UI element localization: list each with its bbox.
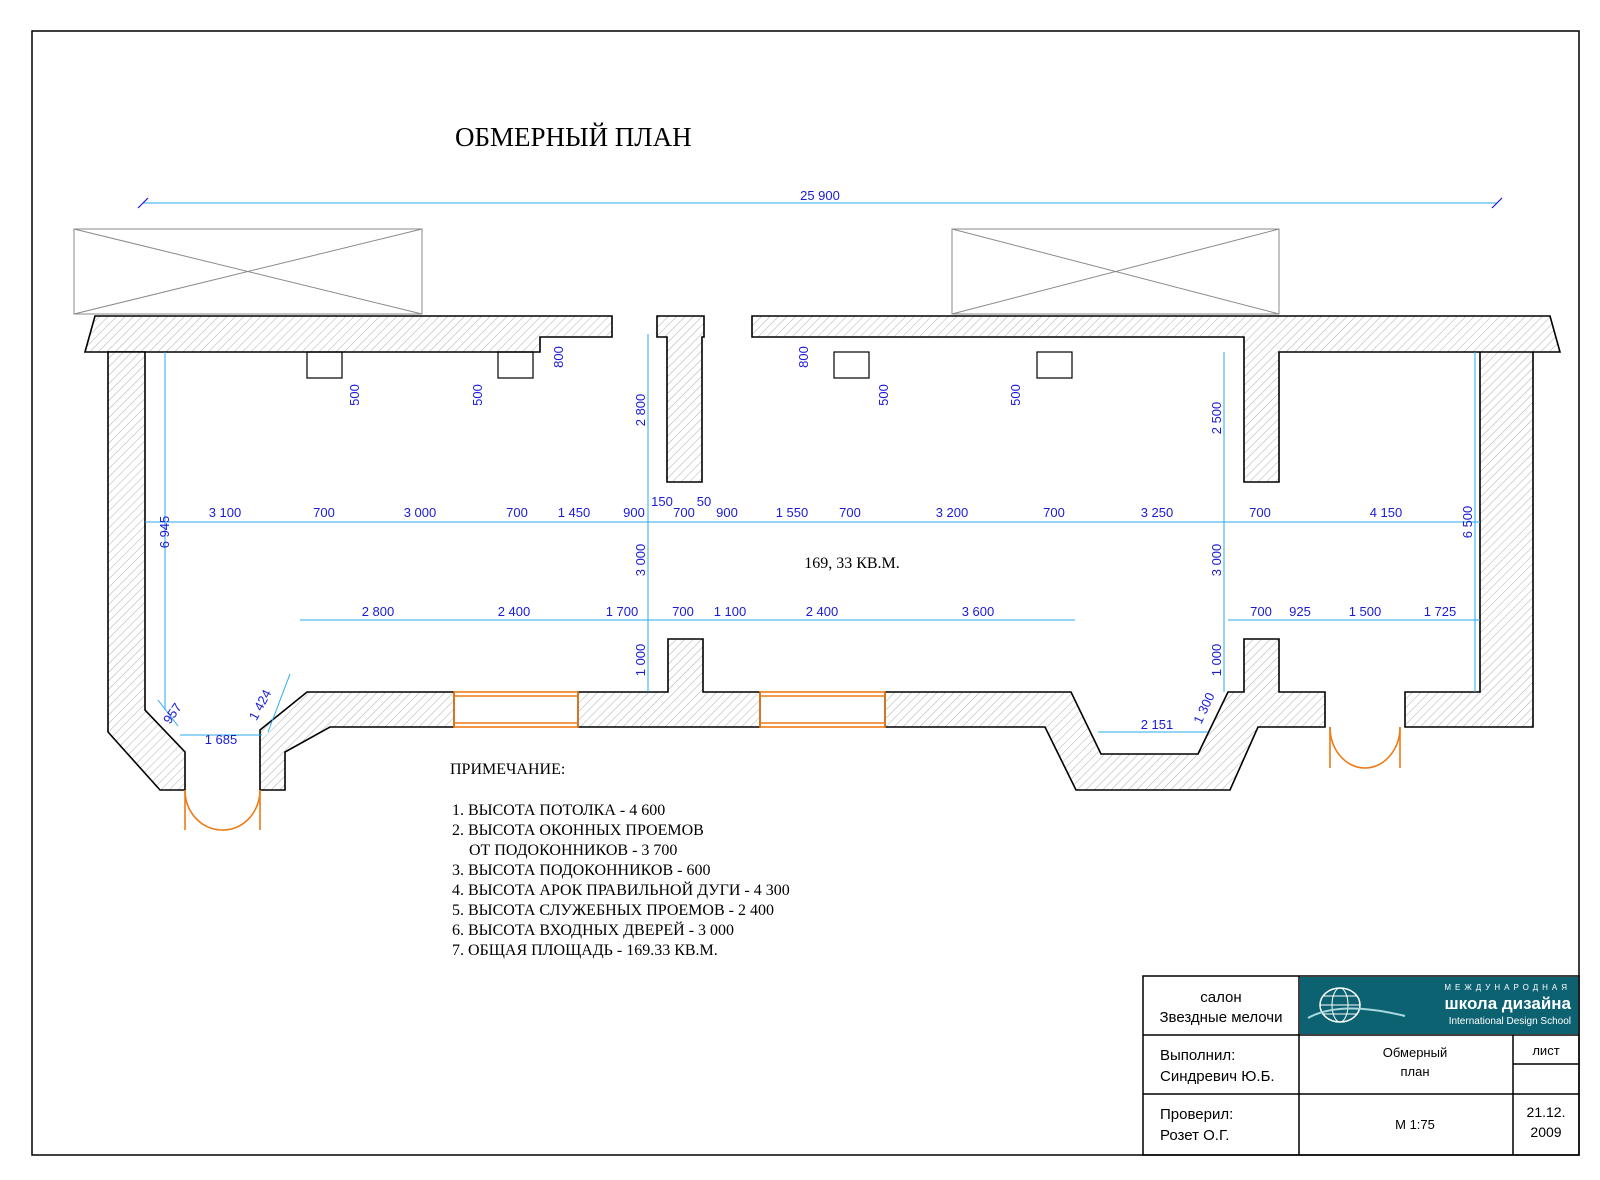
dim-small-label: 957: [160, 700, 185, 726]
checked-label: Проверил:: [1160, 1106, 1233, 1123]
dim-small-label: 800: [551, 346, 566, 368]
note-item: 7. ОБЩАЯ ПЛОЩАДЬ - 169.33 КВ.М.: [452, 942, 718, 959]
dim-vertical-label: 2 500: [1209, 402, 1224, 435]
dim-small-label: 800: [796, 346, 811, 368]
lower-dimension-chain: 2 800 2 400 1 700 700 1 100 2 400 3 600 …: [362, 604, 1457, 619]
school-en-text: International Design School: [1449, 1016, 1571, 1027]
checked-name: Розет О.Г.: [1160, 1127, 1229, 1144]
dim-upper-label: 700: [1249, 505, 1271, 520]
entrance-door-left: [184, 789, 261, 831]
note-item: 2. ВЫСОТА ОКОННЫХ ПРОЕМОВ: [452, 822, 704, 839]
dim-lower-label: 925: [1289, 604, 1311, 619]
date-line-1: 21.12.: [1527, 1104, 1566, 1120]
school-main-text: школа дизайна: [1445, 994, 1572, 1013]
dim-upper-label: 900: [716, 505, 738, 520]
dim-upper-label: 1 450: [558, 505, 591, 520]
dim-upper-label: 3 200: [936, 505, 969, 520]
notes-heading: ПРИМЕЧАНИЕ:: [450, 761, 565, 778]
dim-lower-label: 3 600: [962, 604, 995, 619]
dim-lower-label: 700: [672, 604, 694, 619]
sheet-label: лист: [1532, 1043, 1559, 1058]
dim-vertical-label: 2 800: [633, 394, 648, 427]
dim-small-label: 500: [470, 384, 485, 406]
drawing-name-2: план: [1400, 1064, 1429, 1079]
dim-upper-label: 700: [839, 505, 861, 520]
note-item: 5. ВЫСОТА СЛУЖЕБНЫХ ПРОЕМОВ - 2 400: [452, 902, 774, 919]
drawing-title: ОБМЕРНЫЙ ПЛАН: [455, 122, 692, 152]
note-item: 4. ВЫСОТА АРОК ПРАВИЛЬНОЙ ДУГИ - 4 300: [452, 880, 790, 899]
dim-small-label: 1 685: [205, 732, 238, 747]
title-block: салон Звездные мелочи МЕЖДУНАРОДНАЯ школ…: [1142, 975, 1580, 1156]
dim-upper-label: 700: [506, 505, 528, 520]
windows: [453, 691, 886, 728]
dim-upper-label: 4 150: [1370, 505, 1403, 520]
dim-small-label: 2 151: [1141, 717, 1174, 732]
note-item: 6. ВЫСОТА ВХОДНЫХ ДВЕРЕЙ - 3 000: [452, 920, 734, 939]
dim-upper-label: 900: [623, 505, 645, 520]
dim-upper-label: 700: [673, 505, 695, 520]
note-item: 3. ВЫСОТА ПОДОКОННИКОВ - 600: [452, 862, 710, 879]
globe-icon: [1307, 987, 1406, 1023]
dim-vertical-label: 6 500: [1460, 506, 1475, 539]
dim-lower-label: 700: [1250, 604, 1272, 619]
dim-vertical-label: 1 000: [1209, 644, 1224, 677]
drawing-name-1: Обмерный: [1383, 1045, 1447, 1060]
note-item: 1. ВЫСОТА ПОТОЛКА - 4 600: [452, 802, 665, 819]
overall-dimension-label: 25 900: [800, 188, 840, 203]
dim-lower-label: 2 400: [806, 604, 839, 619]
exterior-canopy-right: [951, 228, 1280, 315]
radiators: [306, 351, 1073, 379]
dim-lower-label: 2 800: [362, 604, 395, 619]
exterior-canopy-left: [73, 228, 423, 315]
dim-upper-label: 1 550: [776, 505, 809, 520]
date-line-2: 2009: [1530, 1124, 1561, 1140]
dim-upper-label: 50: [697, 494, 711, 509]
upper-dimension-chain: 3 100 700 3 000 700 1 450 900 150 700 50…: [209, 494, 1403, 520]
project-line-2: Звездные мелочи: [1159, 1009, 1282, 1026]
vertical-dimensions: 6 945 2 800 3 000 1 000 2 500 3 000 1 00…: [157, 394, 1475, 677]
overall-dimension: 25 900: [137, 188, 1503, 209]
dim-vertical-label: 3 000: [1209, 544, 1224, 577]
dim-vertical-label: 6 945: [157, 516, 172, 549]
scale-label: М 1:75: [1395, 1117, 1435, 1132]
dim-lower-label: 1 700: [606, 604, 639, 619]
dim-vertical-label: 1 000: [633, 644, 648, 677]
area-label: 169, 33 КВ.М.: [804, 555, 900, 572]
dim-upper-label: 3 250: [1141, 505, 1174, 520]
entrance-door-right: [1329, 726, 1401, 769]
dim-small-label: 500: [876, 384, 891, 406]
dim-lower-label: 1 725: [1424, 604, 1457, 619]
dim-small-label: 500: [1008, 384, 1023, 406]
school-logo: МЕЖДУНАРОДНАЯ школа дизайна Internationa…: [1300, 977, 1578, 1034]
school-top-text: МЕЖДУНАРОДНАЯ: [1444, 983, 1571, 992]
performed-name: Синдревич Ю.Б.: [1160, 1068, 1275, 1085]
dim-small-label: 500: [347, 384, 362, 406]
dim-upper-label: 3 100: [209, 505, 242, 520]
dim-upper-label: 700: [1043, 505, 1065, 520]
project-line-1: салон: [1200, 989, 1241, 1006]
walls: [83, 315, 1562, 791]
dim-vertical-label: 3 000: [633, 544, 648, 577]
notes: ПРИМЕЧАНИЕ: 1. ВЫСОТА ПОТОЛКА - 4 600 2.…: [450, 761, 790, 959]
dim-upper-label: 150: [651, 494, 673, 509]
dim-lower-label: 1 500: [1349, 604, 1382, 619]
dimension-lines: [145, 334, 1480, 736]
dim-upper-label: 700: [313, 505, 335, 520]
sheet-frame: [31, 30, 1580, 1156]
dim-lower-label: 2 400: [498, 604, 531, 619]
performed-label: Выполнил:: [1160, 1047, 1235, 1064]
dim-small-label: 1 424: [246, 687, 275, 723]
note-item: ОТ ПОДОКОННИКОВ - 3 700: [469, 842, 677, 859]
dim-upper-label: 3 000: [404, 505, 437, 520]
dim-lower-label: 1 100: [714, 604, 747, 619]
